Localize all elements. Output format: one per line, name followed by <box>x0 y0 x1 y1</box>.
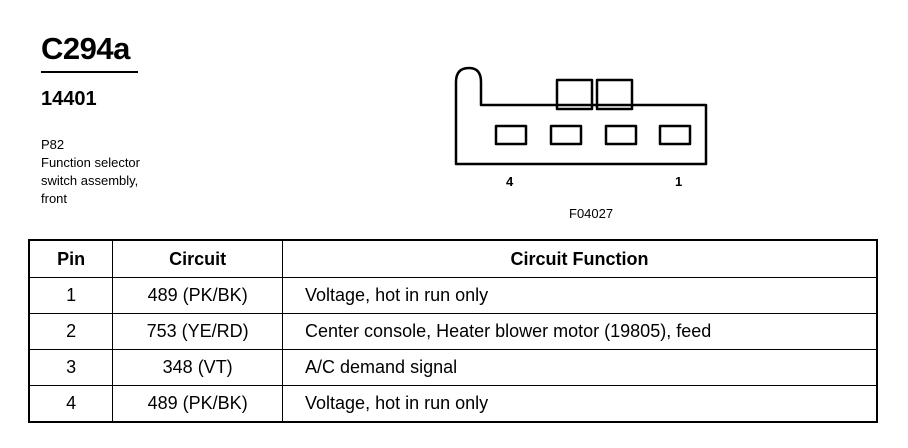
pin-cavity-1 <box>658 124 692 146</box>
header-pin: Pin <box>28 239 114 278</box>
description-line: Function selector <box>41 155 140 170</box>
function-cell: Voltage, hot in run only <box>282 385 878 423</box>
circuit-cell: 753 (YE/RD) <box>112 313 284 350</box>
pin-4-label: 4 <box>506 174 514 189</box>
pin-cavity-4 <box>494 124 528 146</box>
function-cell: A/C demand signal <box>282 349 878 386</box>
connector-id: C294a <box>41 31 130 66</box>
pin-cell: 3 <box>28 349 114 386</box>
table-row: 4 489 (PK/BK) Voltage, hot in run only <box>28 385 878 423</box>
circuit-cell: 489 (PK/BK) <box>112 385 284 423</box>
header-circuit: Circuit <box>112 239 284 278</box>
table-header-row: Pin Circuit Circuit Function <box>28 239 878 278</box>
header-circuit-function: Circuit Function <box>282 239 878 278</box>
circuit-cell: 489 (PK/BK) <box>112 277 284 314</box>
connector-outline <box>454 66 708 166</box>
circuit-cell: 348 (VT) <box>112 349 284 386</box>
description-line: front <box>41 191 68 206</box>
latch-tab-right <box>595 78 634 111</box>
latch-tab-left <box>555 78 594 111</box>
pin-cell: 2 <box>28 313 114 350</box>
pin-1-label: 1 <box>675 174 683 189</box>
pin-cell: 4 <box>28 385 114 423</box>
function-cell: Center console, Heater blower motor (198… <box>282 313 878 350</box>
table-row: 3 348 (VT) A/C demand signal <box>28 349 878 386</box>
part-number: 14401 <box>41 88 97 110</box>
figure-code: F04027 <box>569 206 614 221</box>
function-cell: Voltage, hot in run only <box>282 277 878 314</box>
connector-description: P82 Function selector switch assembly, f… <box>41 136 140 208</box>
description-line: P82 <box>41 137 65 152</box>
table-row: 2 753 (YE/RD) Center console, Heater blo… <box>28 313 878 350</box>
table-row: 1 489 (PK/BK) Voltage, hot in run only <box>28 277 878 314</box>
description-line: switch assembly, <box>41 173 139 188</box>
pin-cavity-2 <box>604 124 638 146</box>
pin-cavity-3 <box>549 124 583 146</box>
pin-cell: 1 <box>28 277 114 314</box>
connector-face-diagram <box>454 66 708 166</box>
title-underline <box>41 71 138 73</box>
pinout-table: Pin Circuit Circuit Function 1 489 (PK/B… <box>28 239 878 423</box>
